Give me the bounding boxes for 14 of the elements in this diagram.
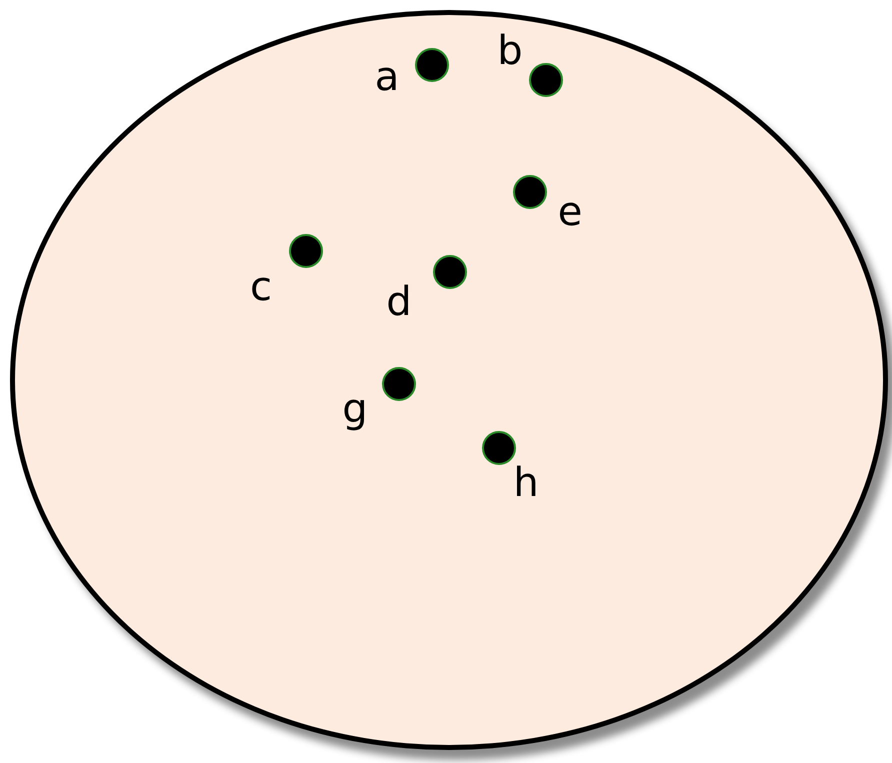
point-dot [433, 255, 467, 289]
point-dot [382, 367, 416, 401]
point-label: h [513, 463, 539, 503]
point-dot [289, 234, 323, 268]
point-label: a [374, 57, 400, 97]
point-label: b [497, 31, 523, 71]
point-dot [482, 431, 516, 465]
point-label: g [342, 389, 368, 429]
point-label: e [558, 192, 582, 232]
point-label: c [250, 267, 272, 307]
point-label: d [386, 282, 412, 322]
point-dot [415, 48, 449, 82]
point-dot [513, 175, 547, 209]
point-dot [529, 63, 563, 97]
